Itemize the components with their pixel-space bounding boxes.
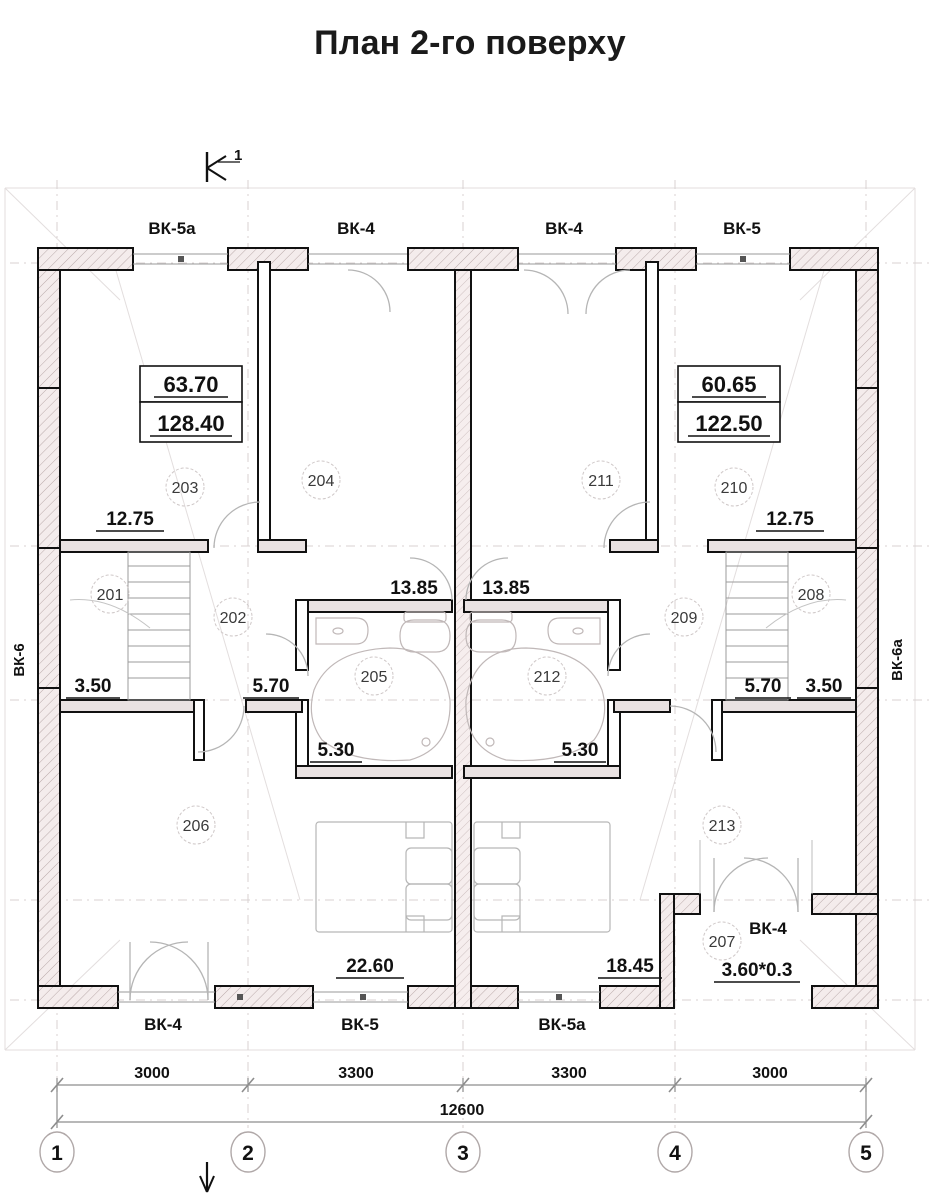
grid-bubbles: 1 2 3 4 5 [39, 1131, 884, 1173]
section-marker-bottom [199, 1162, 215, 1193]
window-label-vk4-top-left: ВК-4 [337, 219, 375, 238]
room-number-206: 206 [183, 818, 210, 835]
dimension-span-1: 3000 [134, 1065, 170, 1082]
room-number-203: 203 [172, 480, 199, 497]
room-numbers: 201 202 203 204 205 206 207 208 209 210 … [97, 473, 825, 951]
section-marker-top: 1 [205, 147, 242, 182]
section-marker-label-top: 1 [234, 147, 242, 164]
dimension-chain [50, 1077, 873, 1130]
windows [118, 253, 790, 1003]
room-number-212: 212 [534, 669, 561, 686]
side-label-vk6: ВК-6 [11, 643, 28, 676]
room-number-202: 202 [220, 610, 247, 627]
balcony-207 [659, 840, 879, 1009]
central-spine-wall [407, 247, 519, 1009]
area-box-lower-value: 122.50 [695, 411, 762, 436]
room-number-201: 201 [97, 587, 124, 604]
side-label-right: ВК-6а [889, 639, 906, 681]
side-label-left: ВК-6 [11, 643, 28, 676]
area-5-70-left: 5.70 [253, 676, 290, 697]
window-label-vk4-balcony: ВК-4 [749, 919, 787, 938]
bathroom-fixtures-205 [310, 611, 451, 762]
interior-walls-left [59, 261, 453, 779]
room-number-209: 209 [671, 610, 698, 627]
staircase-left [69, 551, 191, 701]
area-5-70-right: 5.70 [745, 676, 782, 697]
window-label-vk5a-top: ВК-5а [148, 219, 196, 238]
area-3-50-left: 3.50 [75, 676, 112, 697]
area-box-right: 60.65 122.50 [677, 365, 781, 443]
window-label-vk4-top-right: ВК-4 [545, 219, 583, 238]
room-number-210: 210 [721, 480, 748, 497]
area-18-45: 18.45 [606, 956, 654, 977]
area-box-lower-value: 128.40 [157, 411, 224, 436]
window-label-vk4-bottom: ВК-4 [144, 1015, 182, 1034]
area-3-50-right: 3.50 [806, 676, 843, 697]
grid-bubble-5: 5 [860, 1142, 872, 1165]
grid-bubble-2: 2 [242, 1142, 254, 1165]
window-label-vk5-bottom: ВК-5 [341, 1015, 379, 1034]
room-number-207: 207 [709, 934, 736, 951]
area-5-30-left: 5.30 [318, 740, 355, 761]
room-number-bubbles [90, 460, 831, 961]
dimension-span-2: 3300 [338, 1065, 374, 1082]
grid-bubble-3: 3 [457, 1142, 469, 1165]
bed-left-206 [315, 821, 453, 933]
bathroom-fixtures-212 [465, 611, 606, 762]
page-title: План 2-го поверху [314, 24, 626, 62]
grid-bubble-1: 1 [51, 1142, 63, 1165]
area-box-upper-value: 60.65 [701, 372, 756, 397]
window-label-vk5-top: ВК-5 [723, 219, 761, 238]
room-number-204: 204 [308, 473, 335, 490]
area-box-upper-value: 63.70 [163, 372, 218, 397]
room-number-205: 205 [361, 669, 388, 686]
construction-lines [4, 187, 916, 1051]
bed-right-213 [473, 821, 611, 933]
dimension-total: 12600 [440, 1102, 485, 1119]
area-12-75-left: 12.75 [106, 509, 154, 530]
room-number-211: 211 [588, 473, 614, 490]
dimension-values: 3000 3300 3300 3000 12600 [134, 1065, 788, 1119]
window-labels-top: ВК-5а ВК-4 ВК-4 ВК-5 [148, 219, 761, 238]
area-12-75-right: 12.75 [766, 509, 814, 530]
room-number-213: 213 [709, 818, 736, 835]
dimension-span-4: 3000 [752, 1065, 788, 1082]
side-label-vk6a: ВК-6а [889, 639, 906, 681]
area-22-60: 22.60 [346, 956, 394, 977]
staircase-right [725, 551, 847, 701]
window-labels-bottom: ВК-4 ВК-5 ВК-5а ВК-4 [144, 919, 787, 1034]
grid-bubble-4: 4 [669, 1142, 681, 1165]
area-box-left: 63.70 128.40 [139, 365, 243, 443]
area-13-85-right: 13.85 [482, 578, 530, 599]
dimension-span-3: 3300 [551, 1065, 587, 1082]
area-balcony-207: 3.60*0.3 [722, 960, 793, 981]
area-13-85-left: 13.85 [390, 578, 438, 599]
area-5-30-right: 5.30 [562, 740, 599, 761]
window-label-vk5a-bottom: ВК-5а [538, 1015, 586, 1034]
door-swings [129, 269, 799, 1001]
area-labels: 12.75 13.85 13.85 12.75 3.50 5.70 5.30 5… [66, 509, 851, 983]
room-number-208: 208 [798, 587, 825, 604]
